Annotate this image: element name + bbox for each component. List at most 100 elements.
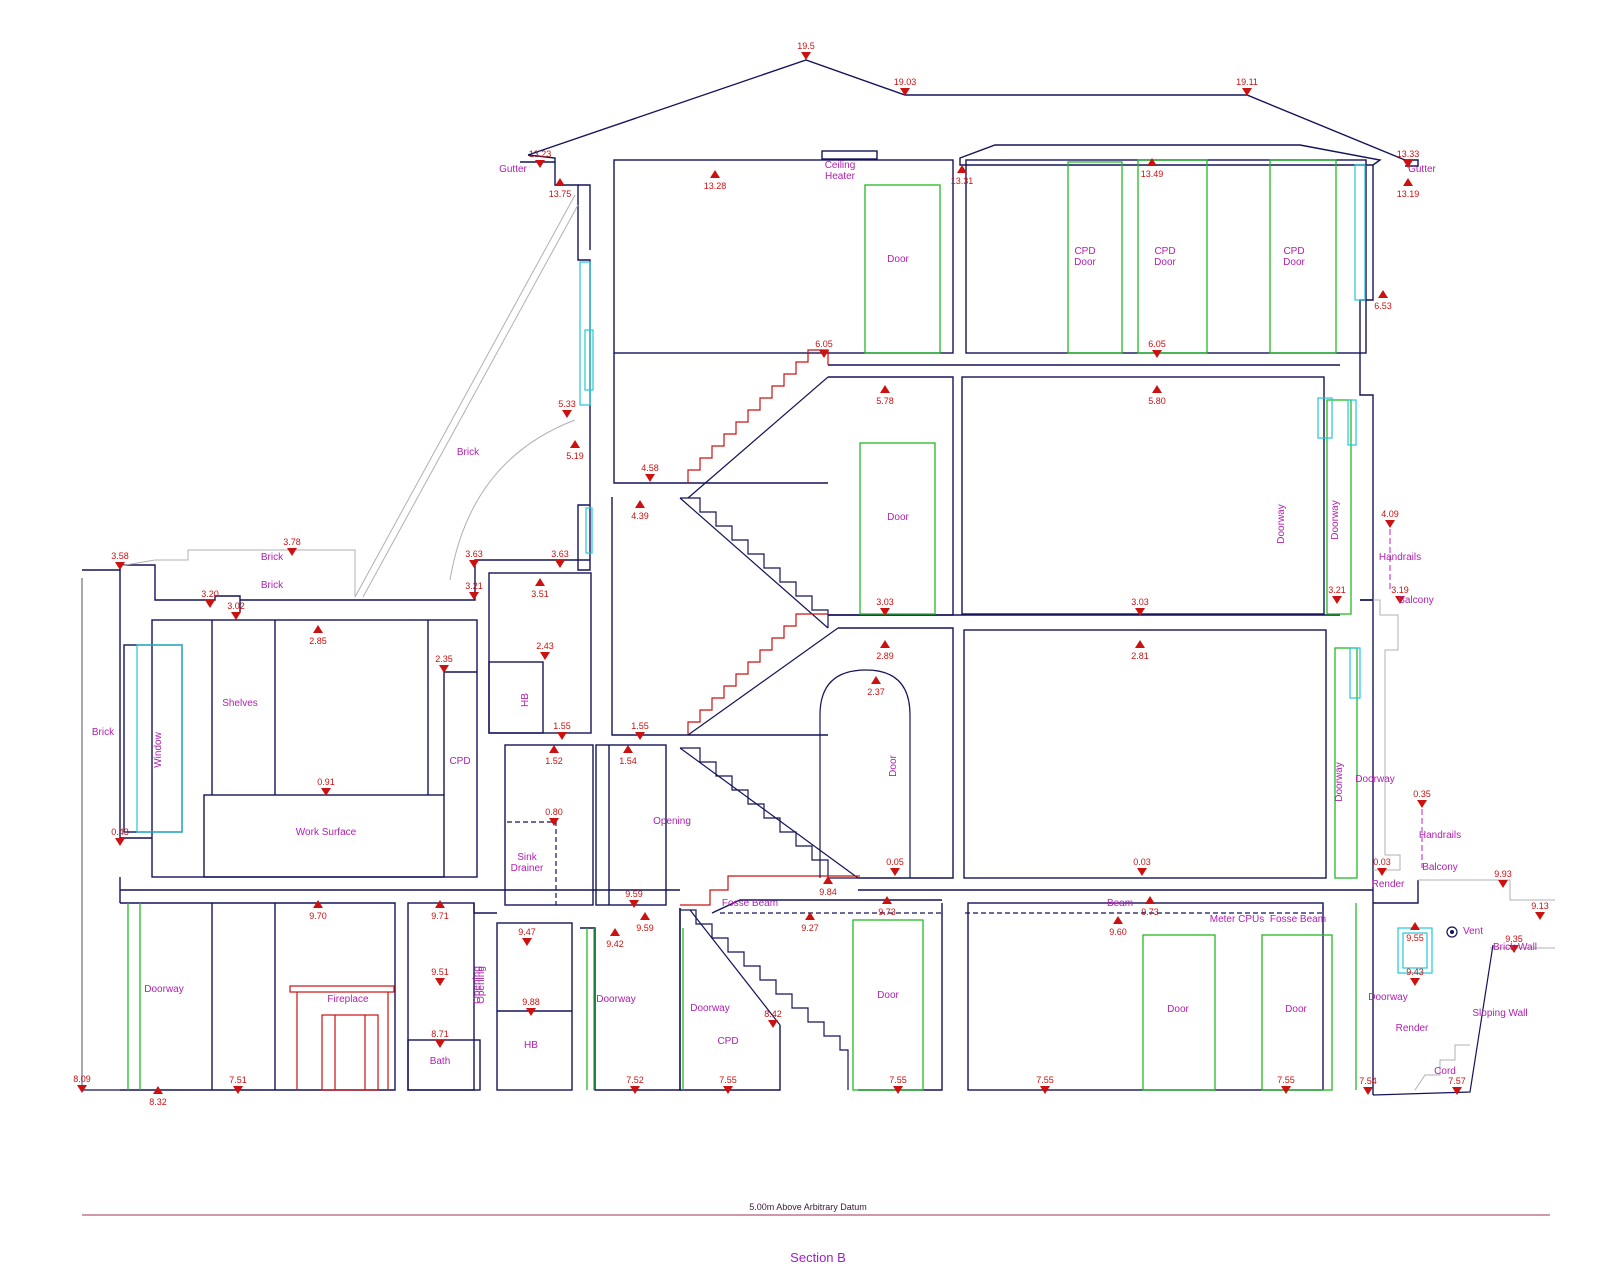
level-value: 2.35: [435, 654, 453, 664]
level-marker: 9.27: [801, 912, 819, 933]
level-triangle: [555, 178, 565, 186]
room-label: Balcony: [1422, 862, 1458, 873]
level-triangle: [623, 745, 633, 753]
level-marker: 3.63: [465, 549, 483, 568]
level-marker: 6.05: [815, 339, 833, 358]
level-triangle: [540, 652, 550, 660]
level-triangle: [640, 912, 650, 920]
level-marker: 3.51: [531, 578, 549, 599]
level-triangle: [1135, 640, 1145, 648]
room-label: Doorway: [596, 994, 635, 1005]
level-value: 7.51: [229, 1075, 247, 1085]
level-marker: 4.39: [631, 500, 649, 521]
level-value: 19.03: [894, 77, 917, 87]
level-marker: 9.47: [518, 927, 536, 946]
level-marker: 7.57: [1448, 1076, 1466, 1095]
level-triangle: [819, 350, 829, 358]
level-value: 6.53: [1374, 301, 1392, 311]
room-label: HB: [524, 1040, 538, 1051]
level-value: 7.54: [1359, 1076, 1377, 1086]
level-value: 9.43: [1406, 967, 1424, 977]
level-triangle: [233, 1086, 243, 1094]
room-label: Door: [877, 990, 899, 1001]
level-triangle: [710, 170, 720, 178]
doors: [127, 159, 1358, 1091]
level-marker: 13.31: [951, 165, 974, 186]
level-marker: 19.11: [1236, 77, 1258, 96]
room-label: Doorway: [1355, 774, 1394, 785]
level-value: 2.89: [876, 651, 894, 661]
room-label: Opening: [472, 966, 483, 1004]
level-marker: 9.59: [636, 912, 654, 933]
level-triangle: [1403, 160, 1413, 168]
level-marker: 0.43: [111, 827, 129, 846]
level-triangle: [1152, 350, 1162, 358]
level-marker: 9.42: [606, 928, 624, 949]
level-triangle: [610, 928, 620, 936]
level-triangle: [469, 560, 479, 568]
level-triangle: [535, 578, 545, 586]
level-value: 19.11: [1236, 77, 1258, 87]
level-value: 13.23: [529, 149, 552, 159]
level-value: 7.55: [1277, 1075, 1295, 1085]
room-label: Window: [153, 731, 164, 767]
level-marker: 19.03: [894, 77, 917, 96]
room-label: Brick Wall: [1493, 942, 1537, 953]
level-value: 8.71: [431, 1029, 449, 1039]
level-marker: 3.03: [876, 597, 894, 616]
level-marker: 1.54: [619, 745, 637, 766]
level-triangle: [535, 160, 545, 168]
level-triangle: [435, 978, 445, 986]
level-value: 13.28: [704, 181, 727, 191]
level-triangle: [1145, 896, 1155, 904]
level-value: 9.84: [819, 887, 837, 897]
level-value: 4.58: [641, 463, 659, 473]
vent: [1446, 926, 1458, 938]
room-label: Opening: [653, 816, 691, 827]
level-value: 1.52: [545, 756, 563, 766]
room-label: Door: [1285, 1004, 1307, 1015]
level-value: 1.55: [631, 721, 649, 731]
level-marker: 3.03: [1131, 597, 1149, 616]
level-value: 6.05: [1148, 339, 1166, 349]
level-value: 9.35: [1505, 934, 1523, 944]
level-marker: 2.89: [876, 640, 894, 661]
level-triangle: [880, 608, 890, 616]
level-triangle: [435, 900, 445, 908]
level-marker: 9.51: [431, 967, 449, 986]
room-label: Handrails: [1379, 552, 1421, 563]
level-triangle: [1040, 1086, 1050, 1094]
level-triangle: [570, 440, 580, 448]
level-marker: 13.19: [1397, 178, 1419, 199]
room-label: Doorway: [1368, 992, 1407, 1003]
level-triangle: [562, 410, 572, 418]
level-marker: 9.73: [878, 896, 896, 917]
level-marker: 3.21: [465, 581, 483, 600]
level-value: 9.70: [309, 911, 327, 921]
level-marker: 13.23: [529, 149, 552, 168]
level-triangle: [115, 838, 125, 846]
room-label: Cord: [1434, 1066, 1456, 1077]
room-label: Shelves: [222, 698, 258, 709]
level-value: 3.58: [111, 551, 129, 561]
level-value: 13.31: [951, 176, 974, 186]
room-label: Render: [1396, 1023, 1429, 1034]
level-value: 1.54: [619, 756, 637, 766]
level-triangle: [321, 788, 331, 796]
level-triangle: [635, 500, 645, 508]
level-marker: 3.63: [551, 549, 569, 568]
level-marker: 0.35: [1413, 789, 1431, 808]
room-label: Work Surface: [296, 827, 357, 838]
level-value: 3.02: [227, 601, 245, 611]
level-triangle: [1135, 608, 1145, 616]
level-triangle: [1281, 1086, 1291, 1094]
level-marker: 5.33: [558, 399, 576, 418]
level-marker: 2.37: [867, 676, 885, 697]
level-triangle: [630, 1086, 640, 1094]
level-marker: 3.20: [201, 589, 219, 608]
level-marker: 9.88: [522, 997, 540, 1016]
level-triangle: [629, 900, 639, 908]
level-marker: 8.09: [73, 1074, 91, 1093]
level-value: 3.03: [1131, 597, 1149, 607]
level-value: 2.43: [536, 641, 554, 651]
